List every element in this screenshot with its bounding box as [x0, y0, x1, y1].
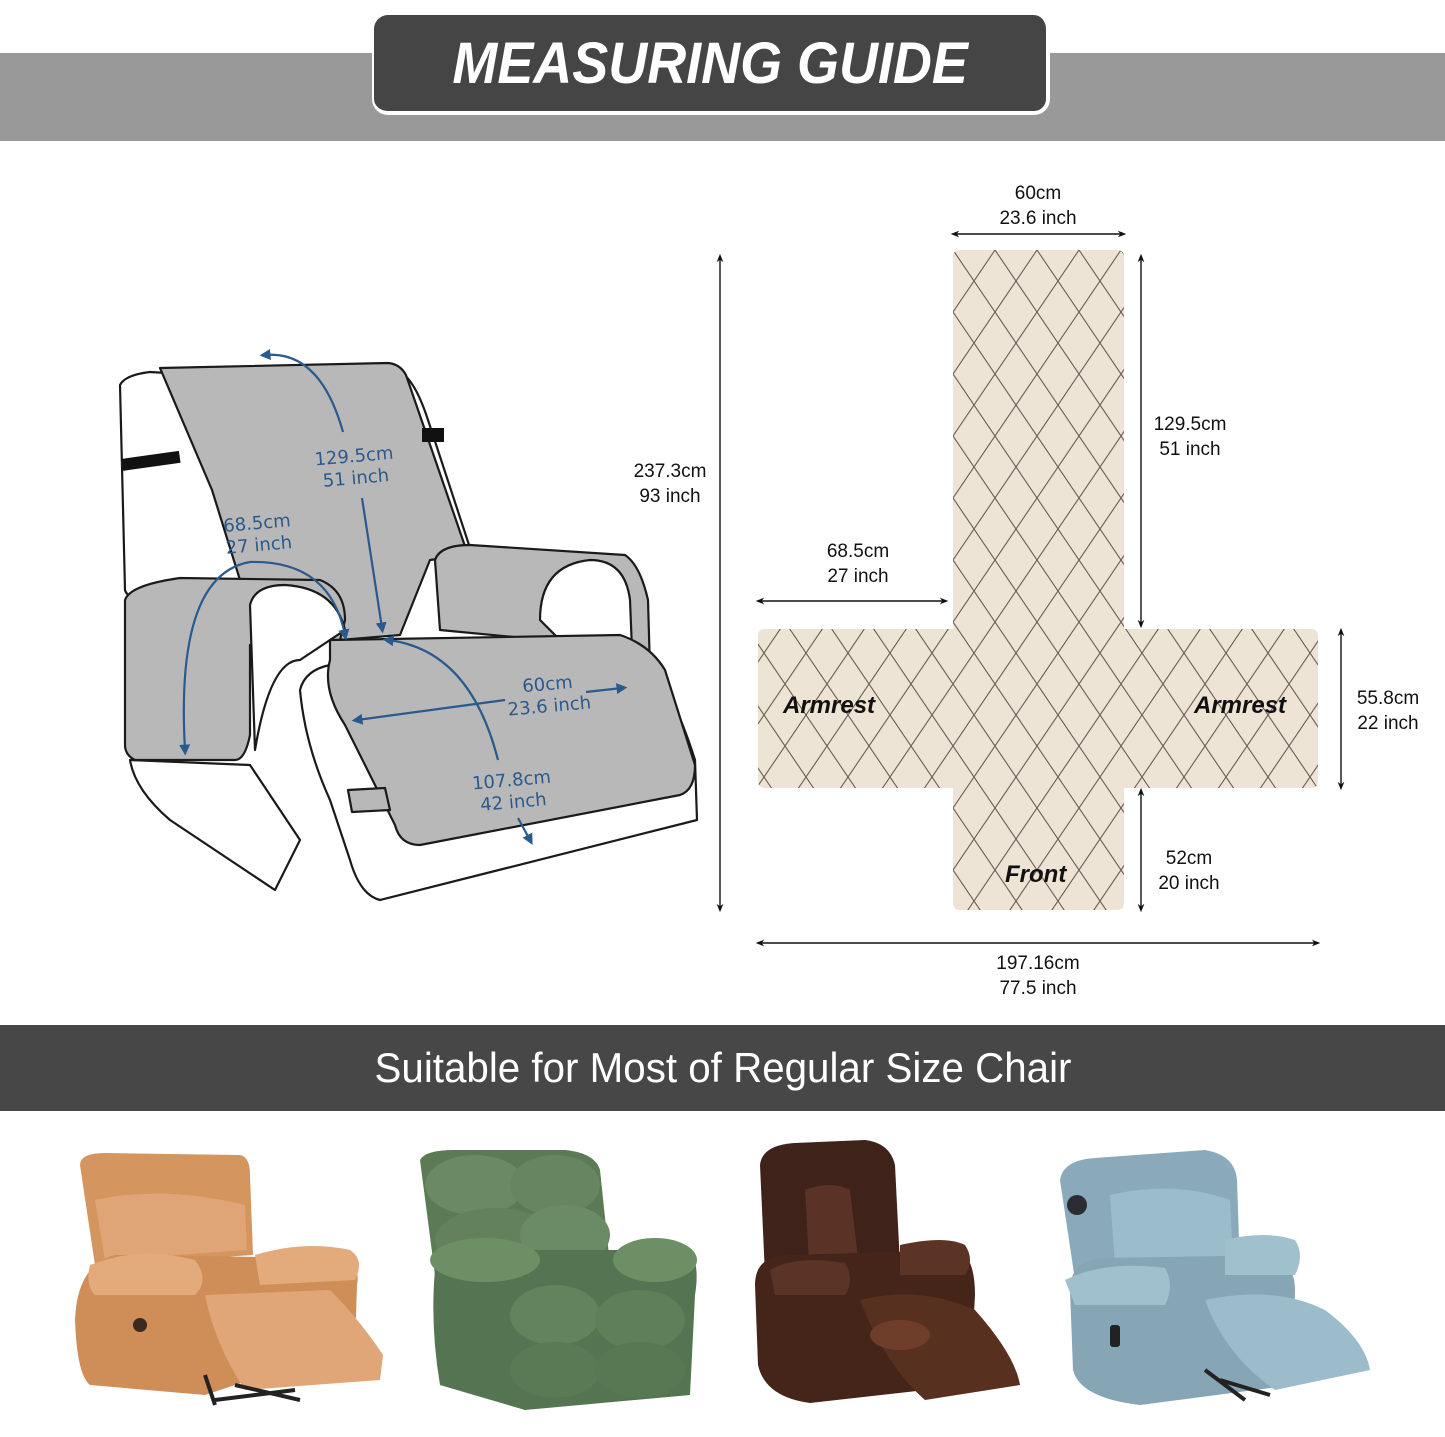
- flat-cover-layout: [716, 230, 1345, 947]
- top-width-cm: 60cm: [1014, 183, 1062, 204]
- top-width-inch: 23.6 inch: [999, 208, 1077, 229]
- example-chair-green: [420, 1150, 697, 1410]
- armrest-width-label: 68.5cm 27 inch: [808, 539, 908, 589]
- armrest-height-cm: 55.8cm: [1356, 688, 1420, 709]
- title-banner: MEASURING GUIDE: [374, 15, 1048, 113]
- total-width-cm: 197.16cm: [996, 953, 1080, 974]
- armrest-width-cm: 68.5cm: [826, 541, 890, 562]
- top-width-label: 60cm 23.6 inch: [978, 181, 1098, 231]
- suitability-band: Suitable for Most of Regular Size Chair: [0, 1025, 1445, 1111]
- back-length-dimension: 129.5cm 51 inch: [1140, 412, 1240, 462]
- total-height-cm: 237.3cm: [633, 461, 707, 482]
- page-title: MEASURING GUIDE: [452, 30, 968, 96]
- left-armrest-label: Armrest: [783, 692, 876, 719]
- armrest-height-label: 55.8cm 22 inch: [1340, 686, 1436, 736]
- right-armrest-label: Armrest: [1194, 692, 1287, 719]
- back-length-dimension-inch: 51 inch: [1159, 439, 1221, 460]
- front-length-inch: 20 inch: [1158, 873, 1220, 894]
- recliner-diagram: [118, 349, 699, 902]
- total-height-label: 237.3cm 93 inch: [620, 459, 720, 509]
- front-length-cm: 52cm: [1165, 848, 1213, 869]
- back-length-dimension-cm: 129.5cm: [1153, 414, 1227, 435]
- front-label: Front: [1005, 861, 1067, 888]
- armrest-height-inch: 22 inch: [1357, 713, 1419, 734]
- total-height-inch: 93 inch: [639, 486, 701, 507]
- back-length-label: 129.5cm 51 inch: [303, 442, 406, 495]
- armrest-width-inch: 27 inch: [827, 566, 889, 587]
- example-chair-brown: [755, 1140, 1020, 1403]
- total-width-inch: 77.5 inch: [999, 978, 1077, 999]
- suitability-text: Suitable for Most of Regular Size Chair: [374, 1044, 1071, 1091]
- armrest-length-label: 68.5cm 27 inch: [206, 509, 309, 562]
- seat-length-label: 107.8cm 42 inch: [458, 766, 566, 819]
- total-width-label: 197.16cm 77.5 inch: [978, 951, 1098, 1001]
- example-chair-blue: [1060, 1150, 1370, 1405]
- example-chair-tan: [75, 1153, 383, 1406]
- front-length-label: 52cm 20 inch: [1139, 846, 1239, 896]
- seat-width-label: 60cm 23.6 inch: [494, 670, 602, 723]
